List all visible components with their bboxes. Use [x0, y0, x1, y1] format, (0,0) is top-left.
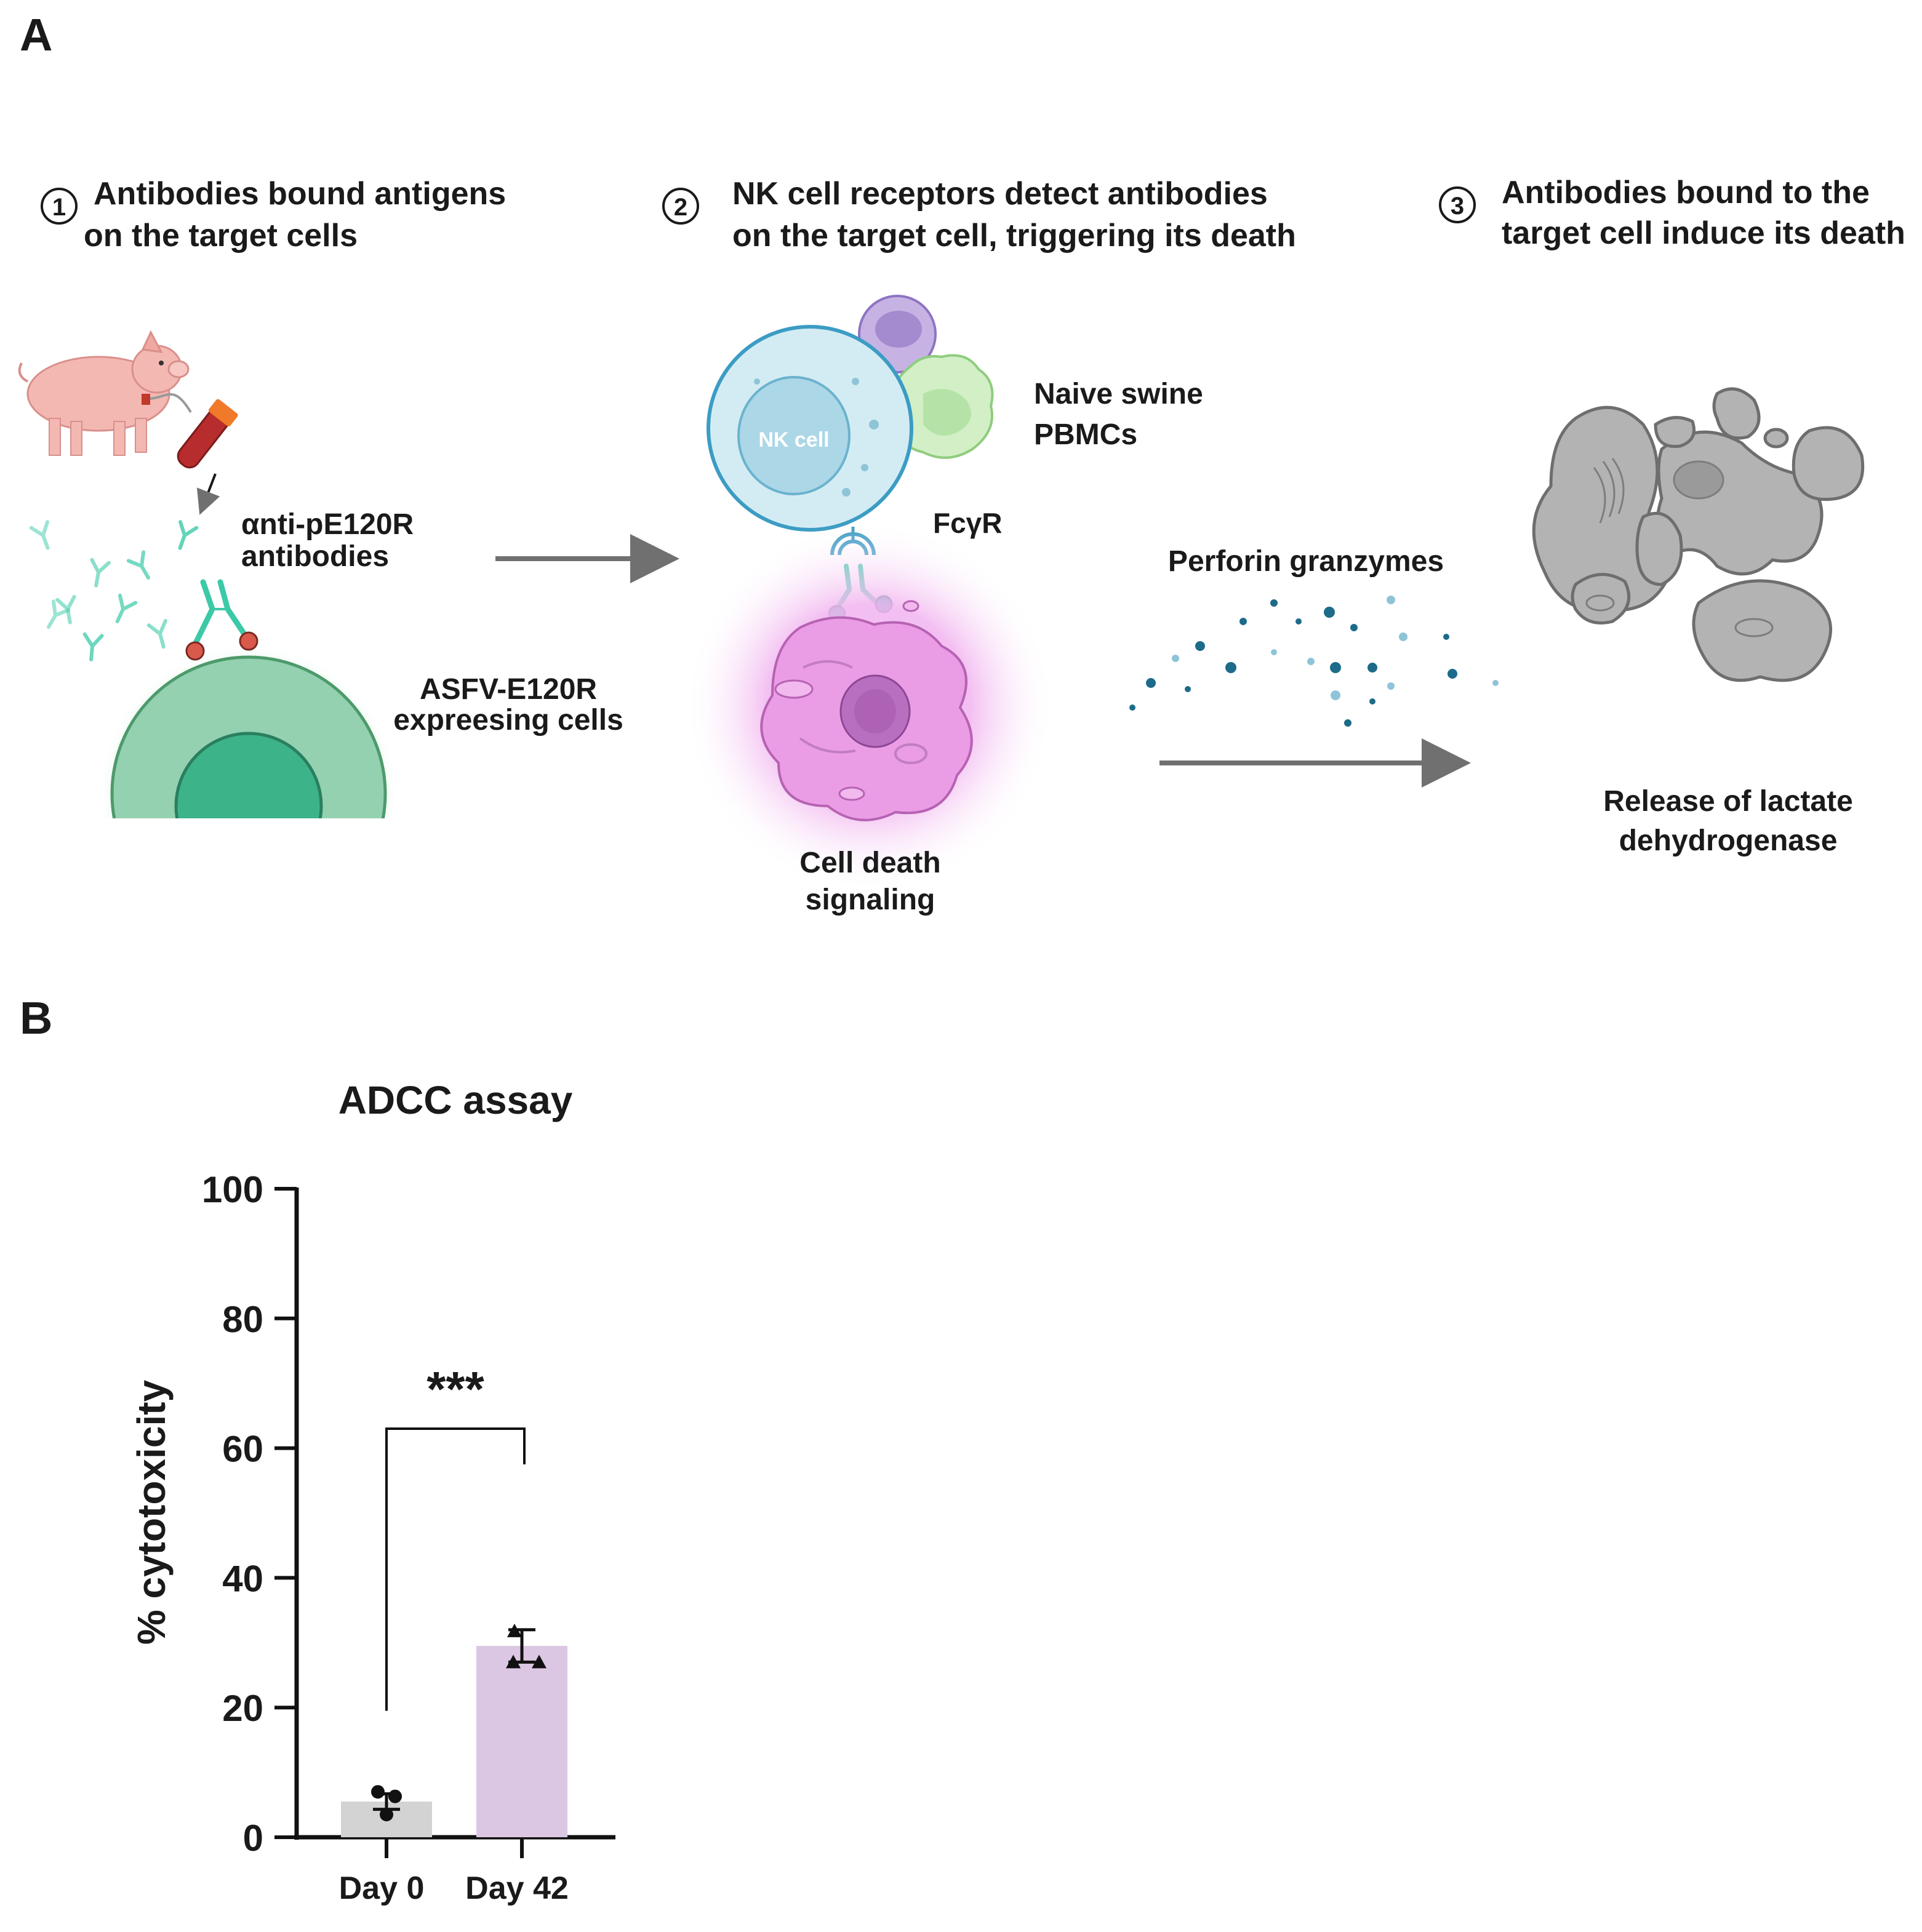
- step2-line1: NK cell receptors detect antibodies: [732, 176, 1268, 212]
- antigen-icon: [239, 631, 258, 651]
- data-point: [507, 1623, 522, 1637]
- step2-number-badge: [662, 188, 699, 225]
- antibody-icon: [29, 520, 50, 550]
- target-cell: [98, 643, 399, 818]
- granzyme-dot: [1185, 686, 1191, 692]
- granzyme-dot: [1225, 662, 1236, 673]
- nk-cell: [707, 325, 913, 532]
- step2-number: 2: [674, 194, 687, 221]
- y-tick-label: 80: [222, 1299, 263, 1340]
- death-label-line2: signaling: [806, 884, 935, 916]
- data-point: [506, 1655, 521, 1669]
- step3-line2: target cell induce its death: [1502, 215, 1905, 251]
- antibody-icon: [126, 550, 150, 580]
- antigen-icon: [185, 641, 205, 661]
- y-tick-label: 60: [222, 1429, 263, 1470]
- granzyme-dot: [1129, 705, 1135, 711]
- step1-line1: Antibodies bound antigens: [94, 176, 506, 212]
- sample-arrow: [196, 473, 220, 515]
- death-label-line1: Cell death: [799, 847, 940, 879]
- antibody-icon: [146, 618, 167, 649]
- granzyme-dot: [1195, 641, 1205, 651]
- y-tick-label: 0: [243, 1818, 263, 1859]
- step1-line2: on the target cells: [84, 218, 358, 253]
- release-label-line2: dehydrogenase: [1619, 824, 1838, 857]
- antibody-icon: [178, 520, 199, 550]
- granzyme-dot: [1443, 634, 1449, 640]
- granzyme-dot: [1369, 698, 1375, 705]
- granzyme-dot: [1399, 633, 1407, 641]
- step3-line1: Antibodies bound to the: [1502, 175, 1870, 210]
- dead-cell-fragments: [1532, 387, 1865, 682]
- granzyme-dot: [1172, 655, 1179, 662]
- antibody-label-line1: αnti-pE120R: [241, 508, 414, 541]
- antibody-icon: [82, 632, 104, 661]
- x-tick-label: Day 0: [339, 1870, 425, 1906]
- granzyme-dot: [1307, 658, 1315, 665]
- granzyme-dot: [1330, 662, 1341, 673]
- bar: [476, 1646, 567, 1837]
- granzyme-dot: [1448, 669, 1457, 679]
- granzyme-dot: [1344, 719, 1351, 727]
- panel-a-label: A: [20, 9, 52, 60]
- perforin-label: Perforin granzymes: [1168, 545, 1444, 578]
- antibody-label-line2: antibodies: [241, 540, 389, 573]
- granzyme-dots: [1129, 596, 1499, 727]
- pig-icon: [18, 330, 190, 456]
- x-tick-label: Day 42: [465, 1870, 569, 1906]
- y-tick-label: 100: [202, 1169, 263, 1210]
- step3-header: 3 Antibodies bound to the target cell in…: [1439, 175, 1905, 251]
- step1-number: 1: [52, 194, 66, 221]
- chart-title: ADCC assay: [338, 1078, 573, 1122]
- y-tick-label: 40: [222, 1558, 263, 1599]
- target-cell-label-line1: ASFV-E120R: [420, 673, 597, 706]
- step1-number-badge: [41, 188, 78, 225]
- significance-label: ***: [426, 1362, 484, 1416]
- y-tick-label: 20: [222, 1688, 263, 1729]
- granzyme-dot: [1387, 596, 1395, 604]
- pbmc-label-line2: PBMCs: [1034, 418, 1137, 451]
- granzyme-dot: [1146, 678, 1156, 688]
- step2-line2: on the target cell, triggering its death: [732, 218, 1296, 253]
- green-pbmc-icon: [890, 354, 994, 459]
- granzyme-dot: [1271, 649, 1277, 655]
- bound-antibody-icon: [193, 579, 250, 646]
- granzyme-dot: [1350, 624, 1358, 631]
- granzyme-dot: [1387, 682, 1395, 690]
- step3-number: 3: [1451, 193, 1464, 220]
- dying-target-cell: [684, 522, 1054, 891]
- antibody-icon: [115, 593, 138, 623]
- data-point: [388, 1789, 402, 1803]
- step2-header: 2 NK cell receptors detect antibodies on…: [662, 176, 1296, 253]
- data-point: [380, 1808, 393, 1822]
- blood-tube-icon: [142, 393, 238, 469]
- antibody-icon: [90, 557, 111, 588]
- granzyme-dot: [1270, 599, 1278, 607]
- panel-b-label: B: [20, 992, 52, 1044]
- pbmc-label-line1: Naive swine: [1034, 378, 1203, 410]
- dead-cell-details: [1585, 458, 1774, 637]
- step3-number-badge: [1439, 186, 1476, 223]
- antibody-cloud: [29, 520, 199, 661]
- granzyme-dot: [1295, 618, 1302, 625]
- granzyme-dot: [1239, 618, 1247, 625]
- significance-bracket: [385, 1427, 526, 1711]
- nk-cell-label: NK cell: [758, 428, 829, 452]
- granzyme-dot: [1324, 607, 1335, 618]
- adcc-bar-chart: ADCC assay % cytotoxicity 0 20 40 60 80 100 D…: [129, 1078, 615, 1906]
- granzyme-dot: [1492, 680, 1499, 686]
- data-point: [532, 1655, 547, 1669]
- fc-receptor-label: FcγR: [933, 507, 1002, 539]
- step1-header: 1 Antibodies bound antigens on the targe…: [41, 176, 506, 253]
- data-point: [371, 1785, 385, 1799]
- release-label-line1: Release of lactate: [1603, 785, 1853, 818]
- antibody-icon: [47, 599, 71, 629]
- granzyme-dot: [1367, 663, 1377, 673]
- y-axis-label: % cytotoxicity: [129, 1379, 174, 1645]
- target-cell-label-line2: expreesing cells: [393, 704, 623, 736]
- granzyme-dot: [1331, 690, 1340, 700]
